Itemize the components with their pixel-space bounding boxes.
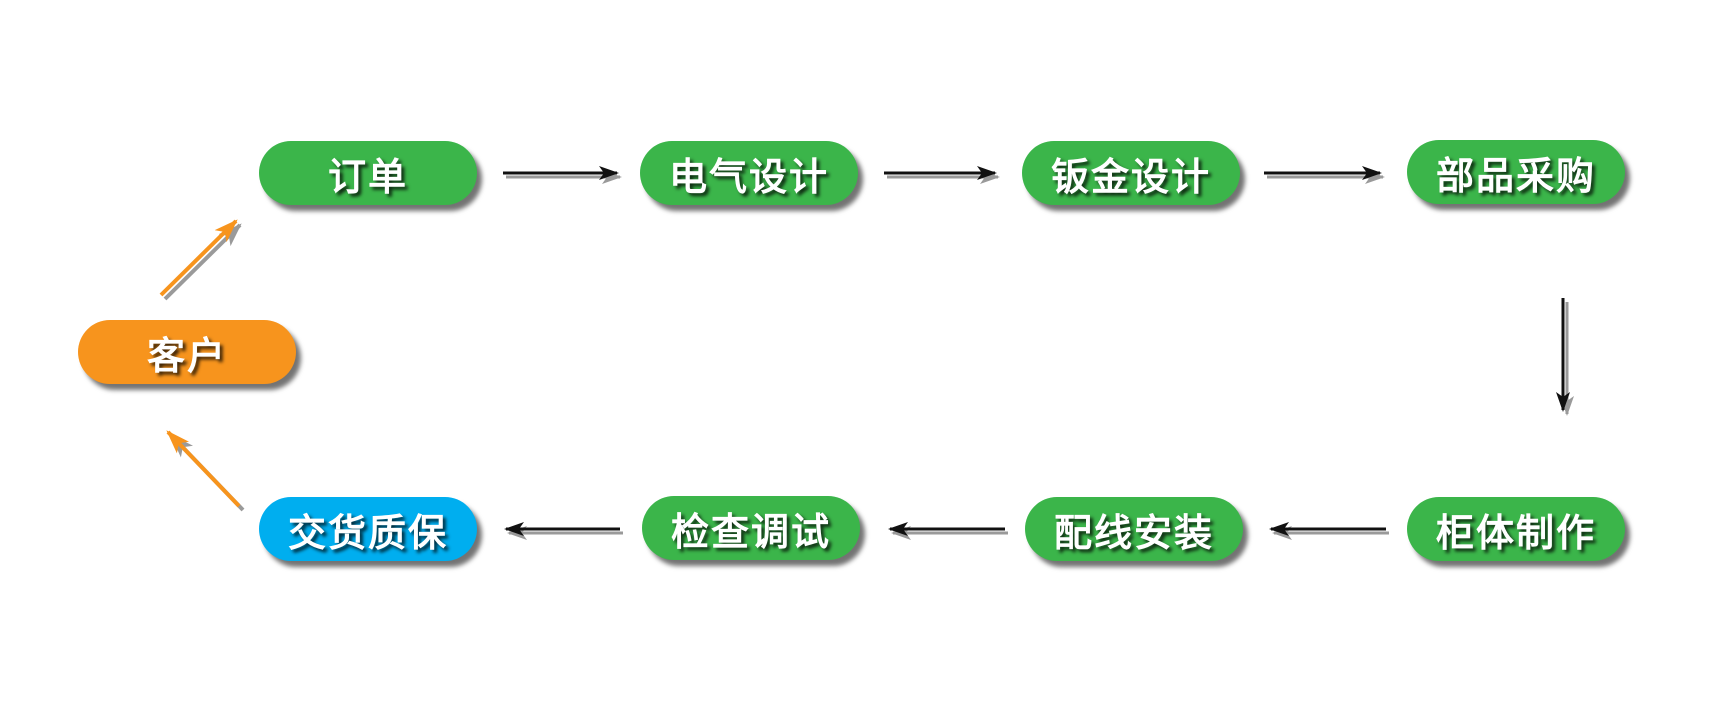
node-order-label: 订单 xyxy=(327,153,408,199)
node-sheet-metal-design: 钣金设计 xyxy=(1022,141,1240,205)
node-electrical-design: 电气设计 xyxy=(640,141,858,205)
node-delivery-warranty: 交货质保 xyxy=(259,497,477,561)
node-cabinet-fabrication-label: 柜体制作 xyxy=(1435,509,1596,555)
node-electrical-design-label: 电气设计 xyxy=(668,153,829,199)
node-wiring-installation-label: 配线安装 xyxy=(1053,509,1214,555)
node-customer-label: 客户 xyxy=(146,332,227,378)
arrow-customer-to-order xyxy=(159,219,238,297)
arrow-delivery-to-customer xyxy=(166,430,241,508)
node-inspection-testing: 检查调试 xyxy=(642,496,860,560)
node-delivery-warranty-label: 交货质保 xyxy=(287,509,448,555)
node-order: 订单 xyxy=(259,141,477,205)
node-parts-procurement: 部品采购 xyxy=(1407,140,1625,204)
node-customer: 客户 xyxy=(78,320,296,384)
node-inspection-testing-label: 检查调试 xyxy=(670,508,831,554)
node-cabinet-fabrication: 柜体制作 xyxy=(1407,497,1625,561)
node-parts-procurement-label: 部品采购 xyxy=(1435,152,1596,198)
node-sheet-metal-design-label: 钣金设计 xyxy=(1050,153,1211,199)
node-wiring-installation: 配线安装 xyxy=(1025,497,1243,561)
